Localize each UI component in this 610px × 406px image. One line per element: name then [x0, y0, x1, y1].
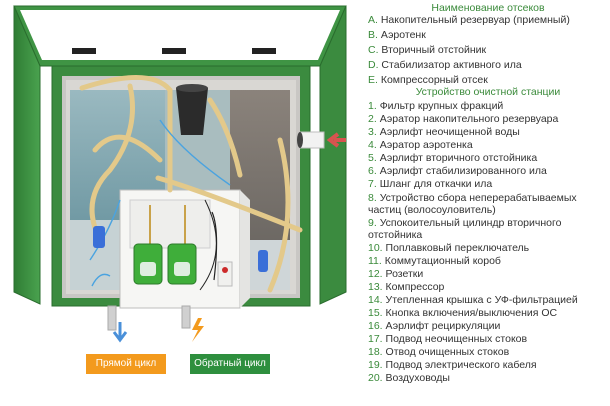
device-item-7: 7. Шланг для откачки ила — [368, 178, 493, 191]
device-item-1: 1. Фильтр крупных фракций — [368, 100, 504, 113]
reverse-cycle-button[interactable]: Обратный цикл — [190, 354, 270, 374]
device-item-13: 13. Компрессор — [368, 280, 445, 293]
legend-item-a: A. Накопительный резервуар (приемный) — [368, 14, 570, 27]
aerator — [93, 226, 105, 248]
air-ducts — [79, 75, 303, 293]
legend-item-e: E. Компрессорный отсек — [368, 74, 488, 87]
legend-item-b: B. Аэротенк — [368, 29, 426, 42]
device-item-5: 5. Аэрлифт вторичного отстойника — [368, 152, 538, 165]
compressor-compartment — [119, 189, 250, 309]
treatment-plant-diagram — [13, 5, 347, 343]
aerator — [258, 250, 268, 272]
device-item-10: 10. Поплавковый переключатель — [368, 241, 530, 254]
device-item-19: 19. Подвод электрического кабеля — [368, 359, 537, 372]
lightning-icon — [192, 318, 204, 342]
outlet-pipe — [107, 305, 117, 331]
power-button — [222, 267, 228, 273]
device-item-12: 12. Розетки — [368, 267, 424, 280]
blue-lines — [89, 119, 231, 287]
inlet-arrow — [326, 132, 346, 148]
legend-item-c: C. Вторичный отстойник — [368, 44, 487, 57]
device-item-2: 2. Аэратор накопительного резервуара — [368, 113, 559, 126]
direct-cycle-button[interactable]: Прямой цикл — [86, 354, 166, 374]
device-item-11: 11. Коммутационный короб — [368, 254, 501, 267]
compartments-title: Наименование отсеков — [431, 2, 545, 14]
outlet-arrow — [112, 322, 128, 343]
device-item-20: 20. Воздуховоды — [368, 372, 450, 385]
device-title: Устройство очистной станции — [415, 86, 561, 98]
device-item-18: 18. Отвод очищенных стоков — [368, 346, 510, 359]
device-item-3: 3. Аэрлифт неочищенной воды — [368, 126, 520, 139]
device-item-17: 17. Подвод неочищенных стоков — [368, 333, 528, 346]
settling-cylinder — [176, 84, 208, 135]
device-item-6: 6. Аэрлифт стабилизированного ила — [368, 165, 547, 178]
device-item-4: 4. Аэратор аэротенка — [368, 139, 473, 152]
legend-item-d: D. Стабилизатор активного ила — [368, 59, 522, 72]
device-item-16: 16. Аэрлифт рециркуляции — [368, 320, 501, 333]
device-legend: Устройство очистной станции 1. Фильтр кр… — [368, 86, 608, 384]
device-item-15: 15. Кнопка включения/выключения ОС — [368, 307, 558, 320]
compartments-legend: Наименование отсеков A. Накопительный ре… — [368, 2, 608, 87]
device-item-14: 14. Утепленная крышка с УФ-фильтрацией — [368, 294, 578, 306]
lid — [13, 5, 347, 305]
inlet-pipe — [297, 131, 325, 149]
cable-entry — [181, 305, 191, 329]
